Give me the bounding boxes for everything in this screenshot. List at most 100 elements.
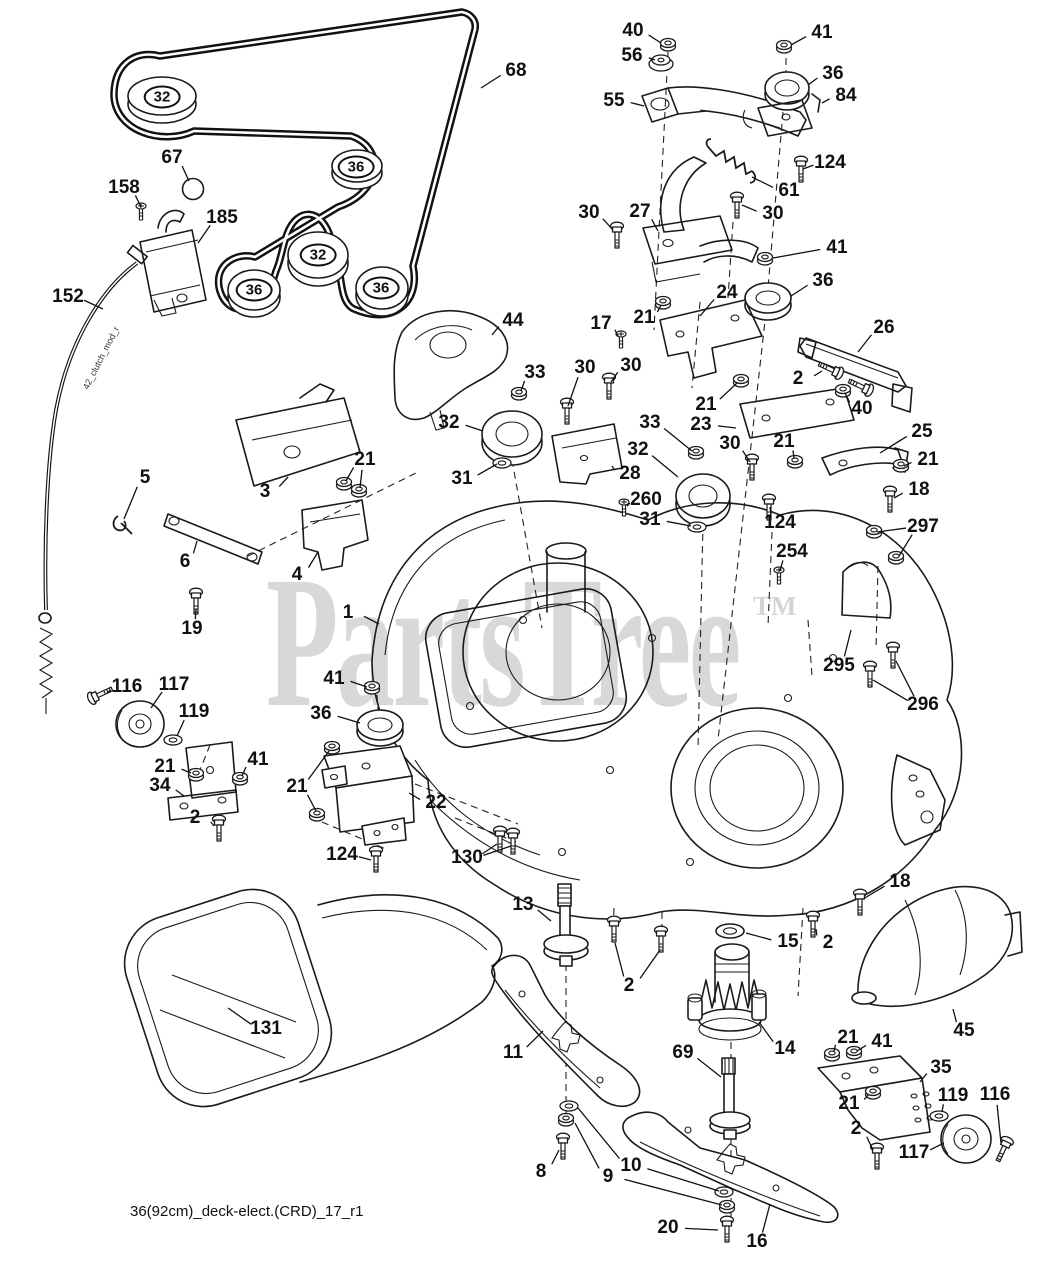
bolt-fastener <box>719 1215 735 1243</box>
bracket-28 <box>551 423 623 485</box>
leader-line-18 <box>893 492 904 499</box>
leader-line-36 <box>807 77 818 86</box>
leader-line-32 <box>651 455 679 478</box>
leader-line-21 <box>306 794 317 812</box>
leader-line-124 <box>769 506 772 515</box>
leader-line-10 <box>577 1107 621 1160</box>
gauge-wheel-right-117 <box>940 1114 992 1164</box>
callout-leader-lines <box>83 34 1002 1233</box>
leader-line-21 <box>833 1044 837 1052</box>
leader-line-116 <box>106 689 112 694</box>
leader-line-69 <box>696 1057 722 1078</box>
leader-line-297 <box>876 527 907 533</box>
leader-line-34 <box>175 789 185 797</box>
leader-line-55 <box>630 102 645 107</box>
bolt-fastener <box>744 453 760 481</box>
washer-fastener <box>559 1100 579 1112</box>
leader-line-9 <box>574 1122 600 1169</box>
gauge-wheel-left-117 <box>115 700 165 748</box>
leader-line-21 <box>307 750 330 780</box>
nut-fastener <box>323 740 341 755</box>
nut-fastener <box>654 295 672 310</box>
idler-arm-55 <box>641 86 807 137</box>
nut-fastener <box>363 680 381 695</box>
nut-fastener <box>892 458 910 473</box>
watermark-tm-mark: TM <box>753 591 797 621</box>
leader-line-2 <box>639 949 661 979</box>
nut-fastener <box>510 386 528 401</box>
leader-line-131 <box>227 1007 252 1025</box>
cotter-pin-5 <box>112 515 133 535</box>
leader-line-21 <box>719 382 738 400</box>
nut-fastener <box>350 483 368 498</box>
leader-line-41 <box>790 36 807 46</box>
leader-line-260 <box>626 502 631 507</box>
leader-line-32 <box>465 424 484 432</box>
leader-line-45 <box>952 1008 958 1023</box>
leader-line-295 <box>843 629 852 657</box>
nut-fastener <box>775 39 793 54</box>
nut-fastener <box>659 37 677 52</box>
nut-fastener <box>718 1199 736 1214</box>
pulley-36-right <box>355 266 409 310</box>
bolt-fastener <box>885 641 901 669</box>
leader-line-16 <box>761 1203 771 1233</box>
leader-line-21 <box>345 467 355 482</box>
leader-line-27 <box>651 218 659 232</box>
deflector-45 <box>851 885 1023 1008</box>
leader-line-33 <box>520 380 526 392</box>
leader-line-9 <box>624 1178 723 1206</box>
bolt-fastener <box>995 1135 1014 1163</box>
leader-line-158 <box>134 195 142 208</box>
leader-line-124 <box>802 164 814 170</box>
bolt-fastener <box>852 888 868 916</box>
bolt-fastener <box>869 1142 885 1170</box>
leader-line-33 <box>663 428 693 452</box>
nut-fastener <box>732 373 750 388</box>
leader-line-31 <box>477 463 498 476</box>
bracket-22 <box>321 745 415 846</box>
nut-fastener <box>786 454 804 469</box>
blade-16 <box>622 1111 839 1224</box>
leader-line-8 <box>551 1149 560 1165</box>
washer-fastener <box>687 521 707 533</box>
leader-line-68 <box>480 74 502 89</box>
leader-line-3 <box>278 476 289 487</box>
bearing-15 <box>715 923 745 939</box>
leader-line-117 <box>929 1142 945 1151</box>
leader-line-6 <box>192 540 198 554</box>
pulley-36-left <box>227 269 281 311</box>
bolt-fastener <box>805 910 821 938</box>
leader-line-23 <box>717 425 737 429</box>
leader-line-41 <box>772 248 821 259</box>
nut-fastener <box>335 476 353 491</box>
leader-line-84 <box>821 98 830 104</box>
nut-fastener <box>887 550 905 565</box>
nut-fastener <box>845 1045 863 1060</box>
rail-26 <box>797 337 913 413</box>
bolt-fastener <box>559 397 575 425</box>
leader-line-44 <box>491 326 500 336</box>
bracket-3 <box>235 383 361 487</box>
leader-line-30 <box>567 376 579 407</box>
leader-line-61 <box>751 176 774 189</box>
leader-line-296 <box>895 660 915 697</box>
leader-line-18 <box>862 885 885 900</box>
leader-line-130 <box>483 845 512 856</box>
idler-pulley-36-2 <box>744 282 792 314</box>
clutch-bracket-185 <box>139 209 207 317</box>
deck-pulley-36 <box>356 709 404 741</box>
leader-line-21 <box>656 304 662 313</box>
bolt-fastener <box>492 825 508 853</box>
leader-line-36 <box>337 715 361 724</box>
bolt-fastener <box>606 915 622 943</box>
leader-line-19 <box>194 608 197 620</box>
nut-fastener <box>687 445 705 460</box>
leader-line-152 <box>83 299 104 310</box>
leader-line-130 <box>482 843 498 855</box>
mandrel-cover-44 <box>393 310 509 431</box>
nut-fastener <box>756 251 774 266</box>
spindle-housing-14 <box>687 943 767 1041</box>
spindle-shaft-69 <box>709 1057 751 1140</box>
leader-line-17 <box>614 329 619 337</box>
